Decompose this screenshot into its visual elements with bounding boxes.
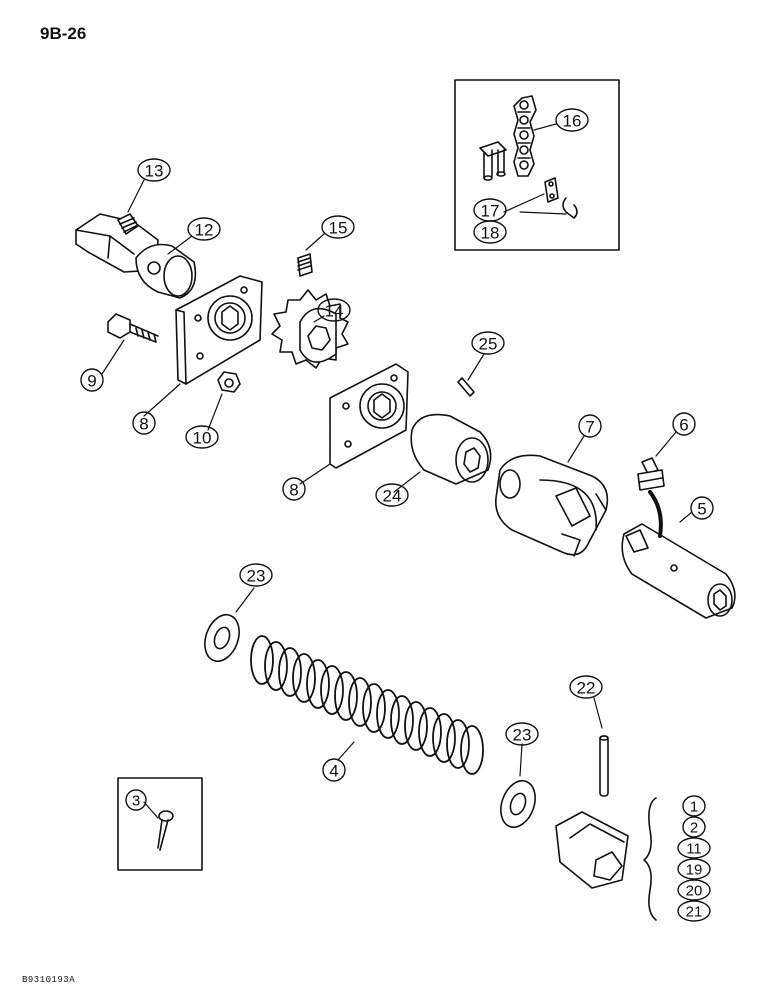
callout-25-label: 25 (479, 335, 498, 354)
callout-22-balloon (569, 675, 603, 699)
callout-17-label: 17 (481, 202, 500, 221)
callout-13-balloon (137, 158, 171, 182)
callout-9-label: 9 (87, 372, 96, 391)
washer-23-upper (204, 613, 240, 663)
callout-23b-label: 23 (513, 726, 532, 745)
callout-8b-label: 8 (289, 481, 298, 500)
callout-15-balloon (321, 215, 355, 239)
callout-3-label: 3 (132, 793, 140, 810)
callout-11-balloon (677, 837, 711, 859)
cotter-pin (157, 810, 174, 851)
callout-8b-balloon (282, 477, 306, 501)
callout-2-balloon (682, 816, 706, 838)
callout-8a-label: 8 (139, 415, 148, 434)
bolt-9 (107, 313, 159, 343)
callout-16-label: 16 (563, 112, 582, 131)
callout-24-balloon (375, 483, 409, 507)
callout-10-label: 10 (193, 429, 212, 448)
hex-sleeve-24 (410, 413, 492, 485)
callout-1-balloon (682, 795, 706, 817)
callout-14-label: 14 (325, 302, 344, 321)
callout-5-label: 5 (697, 500, 706, 519)
callout-19-label: 19 (686, 862, 703, 879)
callout-23b-balloon (505, 722, 539, 746)
link-side-plate (544, 177, 559, 203)
compression-spring-4 (250, 635, 484, 775)
callout-7-label: 7 (585, 418, 594, 437)
callout-2-label: 2 (690, 820, 698, 837)
page-number: 9B-26 (40, 24, 87, 43)
callout-21-balloon (677, 900, 711, 922)
flange-bearing-8-left (175, 275, 263, 385)
callout-6-label: 6 (679, 416, 688, 435)
chain-inset-box (454, 79, 620, 251)
callout-23a-balloon (239, 563, 273, 587)
callout-9-balloon (80, 368, 104, 392)
grease-fitting-6 (637, 457, 665, 491)
callout-24-label: 24 (383, 487, 402, 506)
callout-4-balloon (322, 758, 346, 782)
callout-11-label: 11 (686, 841, 702, 858)
callout-15-label: 15 (329, 219, 348, 238)
callout-6-balloon (672, 412, 696, 436)
shaft-yoke-5 (621, 490, 736, 619)
callout-4-label: 4 (329, 762, 338, 781)
callout-14-balloon (317, 298, 351, 322)
clutch-half-7 (495, 454, 609, 557)
callout-7-balloon (578, 414, 602, 438)
callout-23a-label: 23 (247, 567, 266, 586)
roll-pin-25 (457, 377, 475, 397)
washer-23-lower (500, 779, 536, 829)
callout-20-balloon (677, 879, 711, 901)
callout-10-balloon (185, 425, 219, 449)
connecting-link-pins (479, 141, 507, 181)
set-screw-13 (117, 213, 139, 235)
hex-shaft-bottom (555, 811, 629, 889)
callout-20-label: 20 (686, 883, 703, 900)
spring-clip (562, 197, 578, 219)
callout-8a-balloon (132, 411, 156, 435)
callout-16-balloon (555, 108, 589, 132)
flange-bearing-8-right (329, 363, 409, 469)
callout-25-balloon (471, 331, 505, 355)
group-brace (643, 797, 657, 921)
cotter-pin-inset-box (117, 777, 203, 871)
callout-21-label: 21 (686, 904, 703, 921)
callout-3-balloon (125, 789, 147, 811)
nut-10 (217, 371, 241, 393)
figure-code: B9310193A (22, 975, 76, 985)
collar-12 (135, 243, 197, 299)
pin-22 (599, 735, 609, 797)
callout-18-label: 18 (481, 224, 500, 243)
callout-19-balloon (677, 858, 711, 880)
callout-22-label: 22 (577, 679, 596, 698)
leader-lines (101, 123, 693, 819)
sprocket-14 (271, 289, 349, 369)
callout-18-balloon (473, 220, 507, 244)
set-screw-15 (297, 253, 313, 277)
roller-chain (513, 95, 537, 177)
callout-5-balloon (690, 496, 714, 520)
callout-13-label: 13 (145, 162, 164, 181)
callout-12-label: 12 (195, 221, 214, 240)
callout-12-balloon (187, 217, 221, 241)
callouts: 13 12 15 14 16 17 18 9 8 10 8 25 24 7 6 … (80, 108, 714, 922)
callout-1-label: 1 (690, 799, 698, 816)
